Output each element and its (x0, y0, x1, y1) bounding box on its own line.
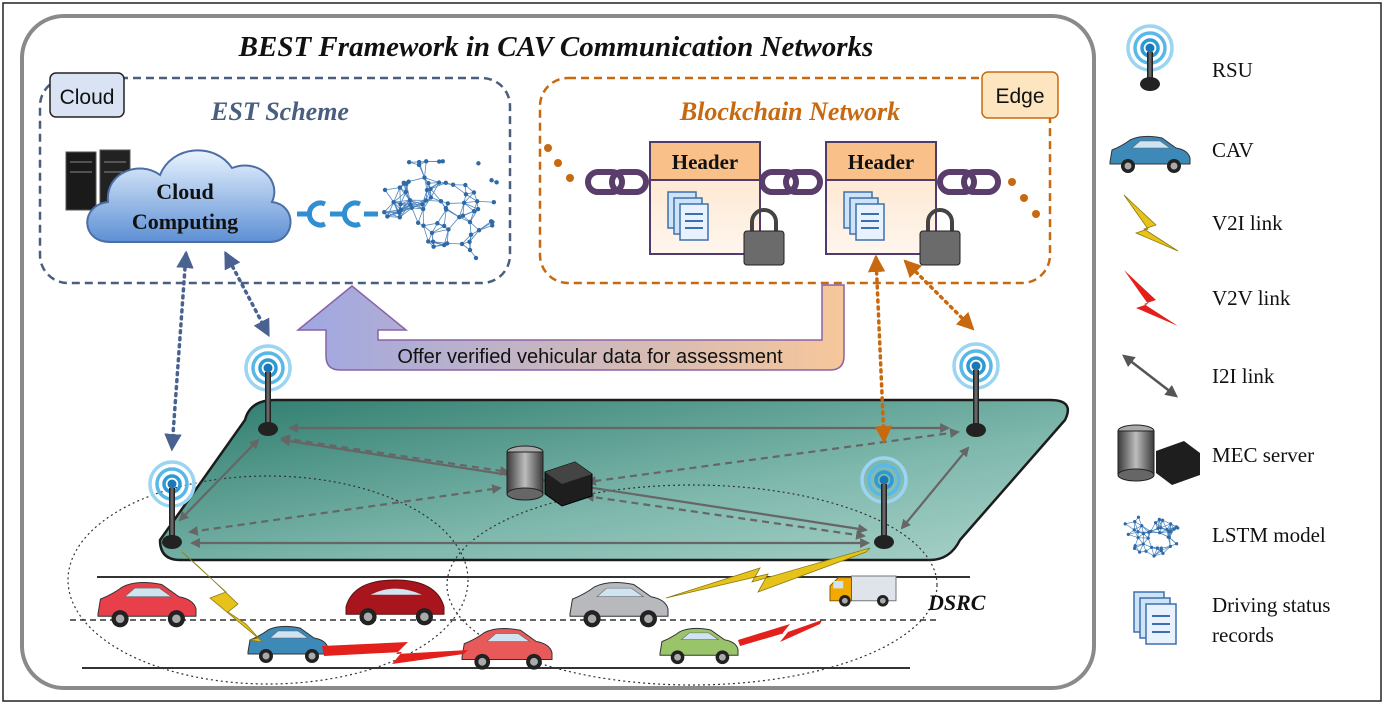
cav-red-sportscar (461, 627, 553, 670)
cav-icon (1109, 135, 1191, 173)
blockchain-network-title: Blockchain Network (679, 97, 900, 126)
cav-truck (829, 575, 897, 607)
legend-rsu (1126, 24, 1174, 91)
document-icon (843, 191, 885, 241)
mec-server-icon (506, 445, 593, 507)
chain-dots-left (544, 144, 574, 182)
legend-label-7-0: Driving status (1212, 593, 1330, 617)
chain-link-icon-1 (585, 169, 649, 195)
dsrc-label: DSRC (927, 590, 986, 615)
legend-cav (1109, 135, 1191, 173)
v2v-link-left (322, 642, 468, 664)
legend-item-6: LSTM model (1123, 515, 1326, 558)
v2v-link-right (738, 620, 822, 646)
block-1: Header (649, 141, 785, 266)
rsu-top-left (244, 344, 292, 436)
legend-label-0-0: RSU (1212, 58, 1253, 82)
legend-label-7-1: records (1212, 623, 1274, 647)
lock-icon (743, 208, 785, 266)
cloud-rsu-links (164, 250, 270, 452)
legend-label-5-0: MEC server (1212, 443, 1314, 467)
block-2: Header (825, 141, 961, 266)
connector-icon (297, 200, 378, 228)
document-icon (667, 191, 709, 241)
dsrc-coverage-left (67, 475, 469, 685)
offer-data-arrow (295, 284, 845, 371)
legend-item-1: CAV (1109, 135, 1254, 173)
edge-tag (981, 71, 1059, 119)
chain-link-icon-2 (759, 169, 823, 195)
rsu-bottom-left (148, 460, 196, 549)
legend-label-3-0: V2V link (1212, 286, 1291, 310)
cav-silver-suv (569, 581, 669, 628)
framework-title: BEST Framework in CAV Communication Netw… (238, 31, 874, 63)
legend-label-2-0: V2I link (1212, 211, 1283, 235)
chain-link-icon-3 (937, 169, 1001, 195)
block-1-header: Header (672, 150, 738, 174)
cav-blue-car (247, 625, 329, 663)
driving-status-records-icon (1133, 591, 1177, 645)
chain-dots-right (1008, 178, 1040, 218)
cav-dark-red-beetle (345, 579, 445, 626)
legend-item-4: I2I link (1122, 354, 1275, 398)
legend-label-1-0: CAV (1212, 138, 1254, 162)
lstm-model-icon (1123, 515, 1180, 558)
cloud-computing-label-1: Cloud (156, 179, 213, 204)
rsu-icon (1126, 24, 1174, 91)
rsu-top-right (952, 342, 1000, 437)
v2i-link-left (181, 551, 264, 643)
legend-item-5: MEC server (1117, 424, 1314, 485)
mec-server-icon (1117, 424, 1200, 485)
legend-item-2: V2I link (1123, 194, 1283, 252)
cloud-computing-label-2: Computing (132, 209, 238, 234)
legend-label-4-0: I2I link (1212, 364, 1275, 388)
mec-links (188, 428, 960, 540)
est-scheme-title: EST Scheme (210, 97, 349, 126)
edge-platform (158, 398, 1070, 562)
v2i-link-icon (1123, 194, 1179, 252)
v2i-link-right (665, 547, 871, 599)
cloud-computing-icon (86, 149, 292, 243)
edge-tag-label: Edge (995, 85, 1044, 108)
offer-data-label: Offer verified vehicular data for assess… (397, 346, 783, 368)
cav-red-hatchback (97, 581, 197, 628)
rsu-bottom-right (860, 456, 908, 549)
dsrc-coverage-right (446, 484, 938, 686)
est-scheme-box (38, 76, 512, 285)
legend-label-6-0: LSTM model (1212, 523, 1326, 547)
v2v-link-icon (1124, 270, 1178, 326)
block-2-header: Header (848, 150, 914, 174)
cloud-tag-label: Cloud (60, 86, 115, 109)
blockchain-rsu-links (867, 254, 975, 444)
legend-item-7: Driving status records (1133, 591, 1330, 647)
cav-green-car (659, 627, 739, 665)
legend-item-0: RSU (1126, 24, 1253, 91)
lstm-model-icon (382, 159, 499, 261)
i2i-link-icon (1122, 354, 1178, 398)
blockchain-network-box (538, 76, 1052, 285)
legend-item-3: V2V link (1124, 270, 1291, 326)
cloud-tag (49, 72, 125, 118)
